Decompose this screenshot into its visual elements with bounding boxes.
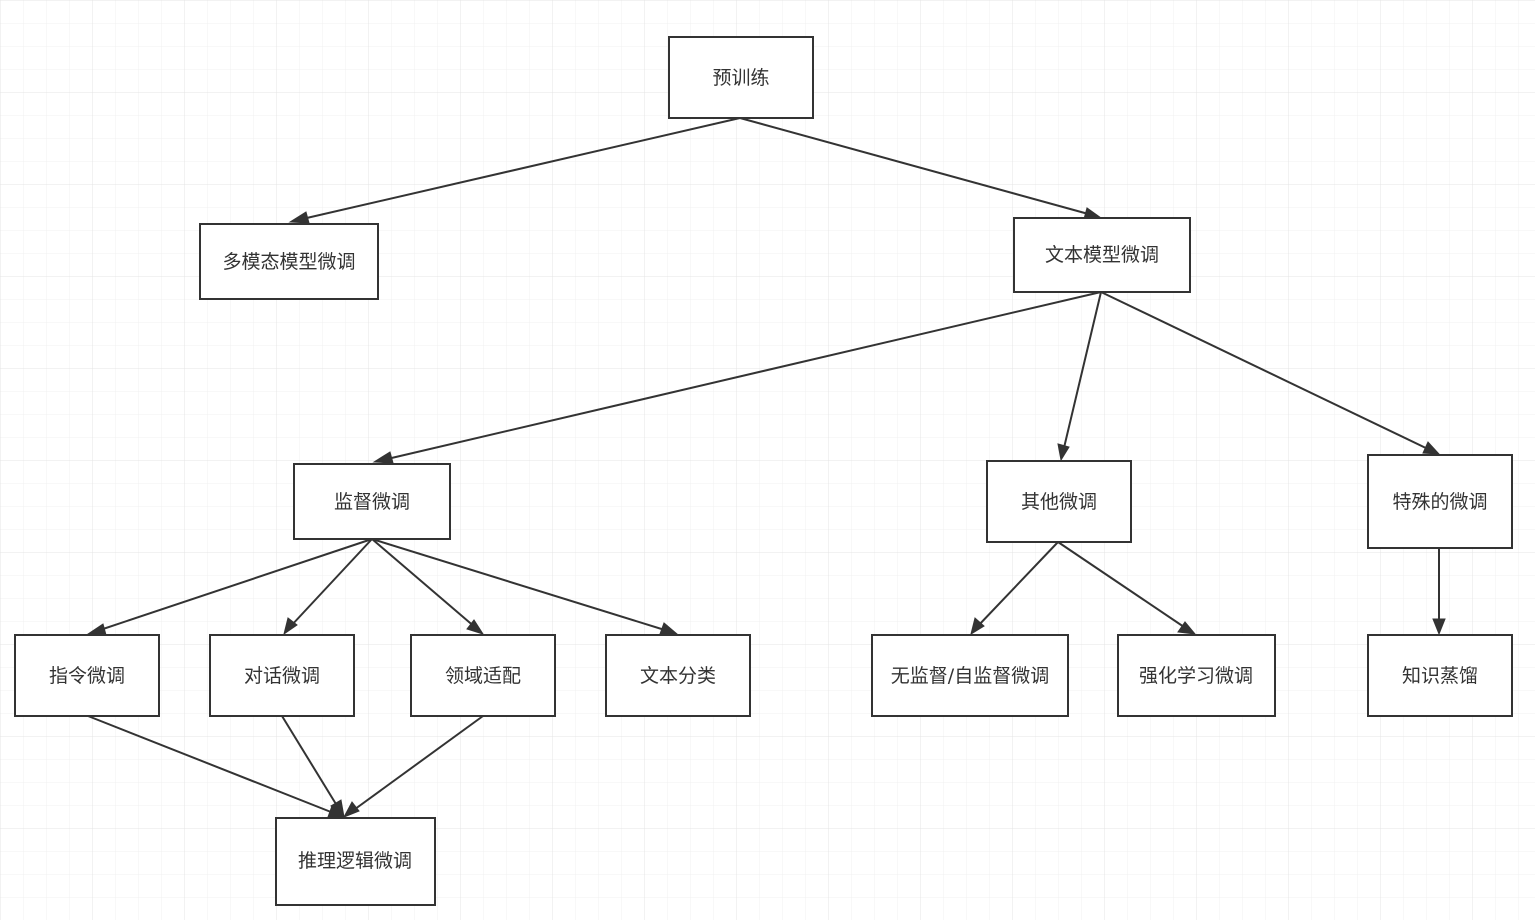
edge-instruction-reasoning [87,715,337,815]
node-rl[interactable]: 强化学习微调 [1117,634,1276,717]
edge-text-model-other [1062,291,1102,453]
node-instruction[interactable]: 指令微调 [14,634,160,717]
arrow-supervised-domain [466,619,485,635]
arrow-text-model-other [1057,443,1070,462]
node-pretrain-box[interactable] [668,36,814,119]
node-dialogue-box[interactable] [209,634,355,717]
edge-supervised-instruction [96,538,373,632]
node-pretrain[interactable]: 预训练 [668,36,814,119]
node-special-box[interactable] [1367,454,1513,549]
node-pretrain-label: 预训练 [712,67,769,89]
node-rl-label: 强化学习微调 [1139,665,1253,687]
node-supervised-label: 监督微调 [334,491,410,513]
node-reasoning-box[interactable] [275,817,436,906]
node-distill-box[interactable] [1367,634,1513,717]
nodes-layer: 预训练 多模态模型微调 文本模型微调 监督微调 其他微调 特殊的微调 指令微调 [14,36,1513,906]
node-rl-box[interactable] [1117,634,1276,717]
node-multimodal-box[interactable] [199,223,379,300]
edge-other-unsupervised [976,541,1059,628]
edge-supervised-dialogue [289,538,373,628]
node-multimodal[interactable]: 多模态模型微调 [199,223,379,300]
edge-dialogue-reasoning [281,715,340,810]
arrow-text-model-special [1422,441,1441,455]
node-supervised[interactable]: 监督微调 [293,463,451,540]
node-dialogue-label: 对话微调 [244,665,320,687]
arrow-dialogue-reasoning [330,799,345,819]
edge-pretrain-multimodal [297,117,741,221]
node-reasoning-label: 推理逻辑微调 [298,850,412,872]
edge-domain-reasoning [350,715,484,813]
node-dialogue[interactable]: 对话微调 [209,634,355,717]
node-text-model[interactable]: 文本模型微调 [1013,217,1191,293]
node-text-cls-box[interactable] [605,634,751,717]
node-instruction-label: 指令微调 [49,665,125,687]
node-text-model-box[interactable] [1013,217,1191,293]
edge-supervised-text-cls [371,538,669,632]
node-domain-label: 领域适配 [445,665,521,687]
node-special[interactable]: 特殊的微调 [1367,454,1513,549]
edge-text-model-special [1100,291,1431,451]
node-domain[interactable]: 领域适配 [410,634,556,717]
edge-pretrain-text-model [739,117,1093,216]
arrow-pretrain-multimodal [288,211,310,224]
arrow-domain-reasoning [342,801,360,818]
node-unsupervised-box[interactable] [871,634,1069,717]
node-unsupervised-label: 无监督/自监督微调 [891,665,1049,687]
node-other[interactable]: 其他微调 [986,460,1132,543]
node-instruction-box[interactable] [14,634,160,717]
arrow-text-model-supervised [372,451,394,464]
node-distill[interactable]: 知识蒸馏 [1367,634,1513,717]
node-other-label: 其他微调 [1021,491,1097,513]
node-unsupervised[interactable]: 无监督/自监督微调 [871,634,1069,717]
node-distill-label: 知识蒸馏 [1402,665,1478,687]
node-text-model-label: 文本模型微调 [1045,244,1159,266]
arrow-special-distill [1432,618,1446,636]
arrow-other-rl [1177,621,1197,635]
edge-text-model-supervised [382,291,1102,461]
node-supervised-box[interactable] [293,463,451,540]
node-text-cls[interactable]: 文本分类 [605,634,751,717]
arrow-supervised-dialogue [283,617,298,636]
node-other-box[interactable] [986,460,1132,543]
node-special-label: 特殊的微调 [1392,491,1487,513]
node-domain-box[interactable] [410,634,556,717]
arrow-other-unsupervised [970,617,985,636]
edge-other-rl [1057,541,1188,630]
node-reasoning[interactable]: 推理逻辑微调 [275,817,436,906]
edge-supervised-domain [371,538,477,629]
node-multimodal-label: 多模态模型微调 [222,251,355,273]
node-text-cls-label: 文本分类 [640,665,716,687]
edges-layer [86,117,1446,819]
